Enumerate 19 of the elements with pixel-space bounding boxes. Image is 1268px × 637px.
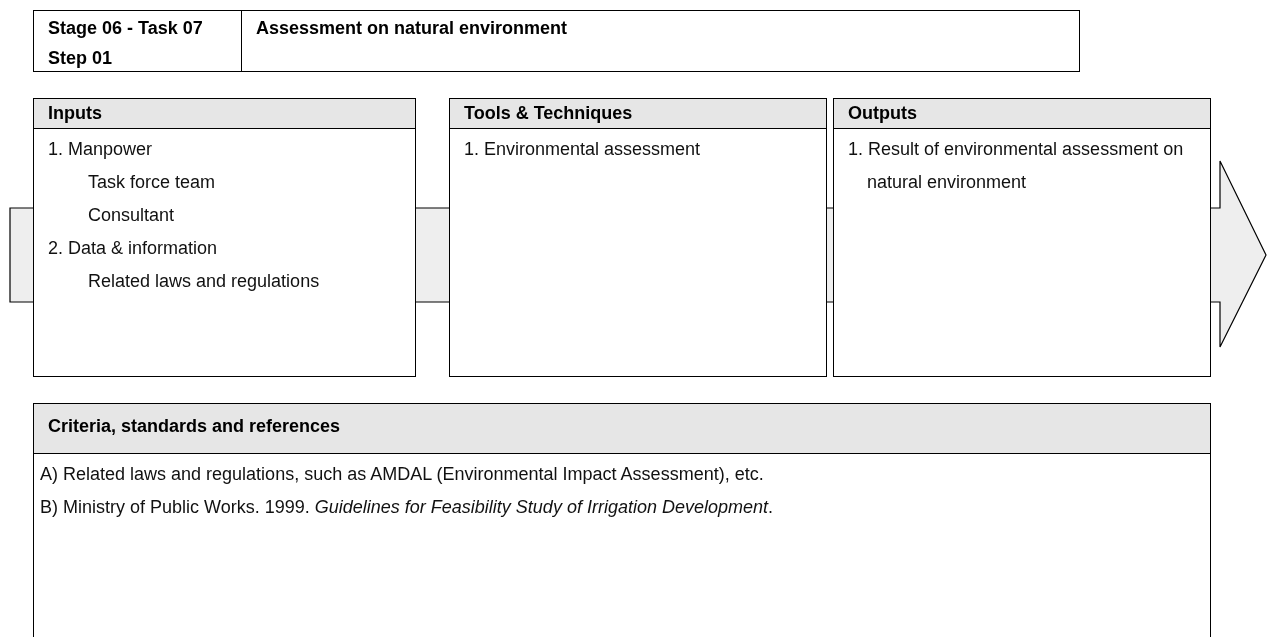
list-item: 1. Result of environmental assessment on natural environment <box>847 138 1185 194</box>
list-item: 1. Environmental assessment <box>463 138 702 161</box>
list-item: 1. Manpower <box>47 138 154 161</box>
list-item: A) Related laws and regulations, such as AMDAL (Environmental Impact Assessment), etc. <box>39 463 765 486</box>
task-id: Stage 06 - Task 07 Step 01 <box>48 17 204 70</box>
section-heading: Criteria, standards and references <box>34 404 1210 454</box>
tools-box <box>449 98 827 377</box>
section-heading: Inputs <box>34 99 415 129</box>
criteria-box <box>33 403 1211 637</box>
list-item: 2. Data & information <box>47 237 219 260</box>
outputs-box <box>833 98 1211 377</box>
list-item: Consultant <box>87 204 176 227</box>
list-item: Task force team <box>87 171 217 194</box>
list-item: Related laws and regulations <box>87 270 321 293</box>
task-title: Assessment on natural environment <box>256 17 569 40</box>
section-heading: Outputs <box>834 99 1210 129</box>
inputs-box <box>33 98 416 377</box>
section-heading: Tools & Techniques <box>450 99 826 129</box>
list-item: B) Ministry of Public Works. 1999. Guidelines for Feasibility Study of Irrigation Development. <box>39 496 774 519</box>
